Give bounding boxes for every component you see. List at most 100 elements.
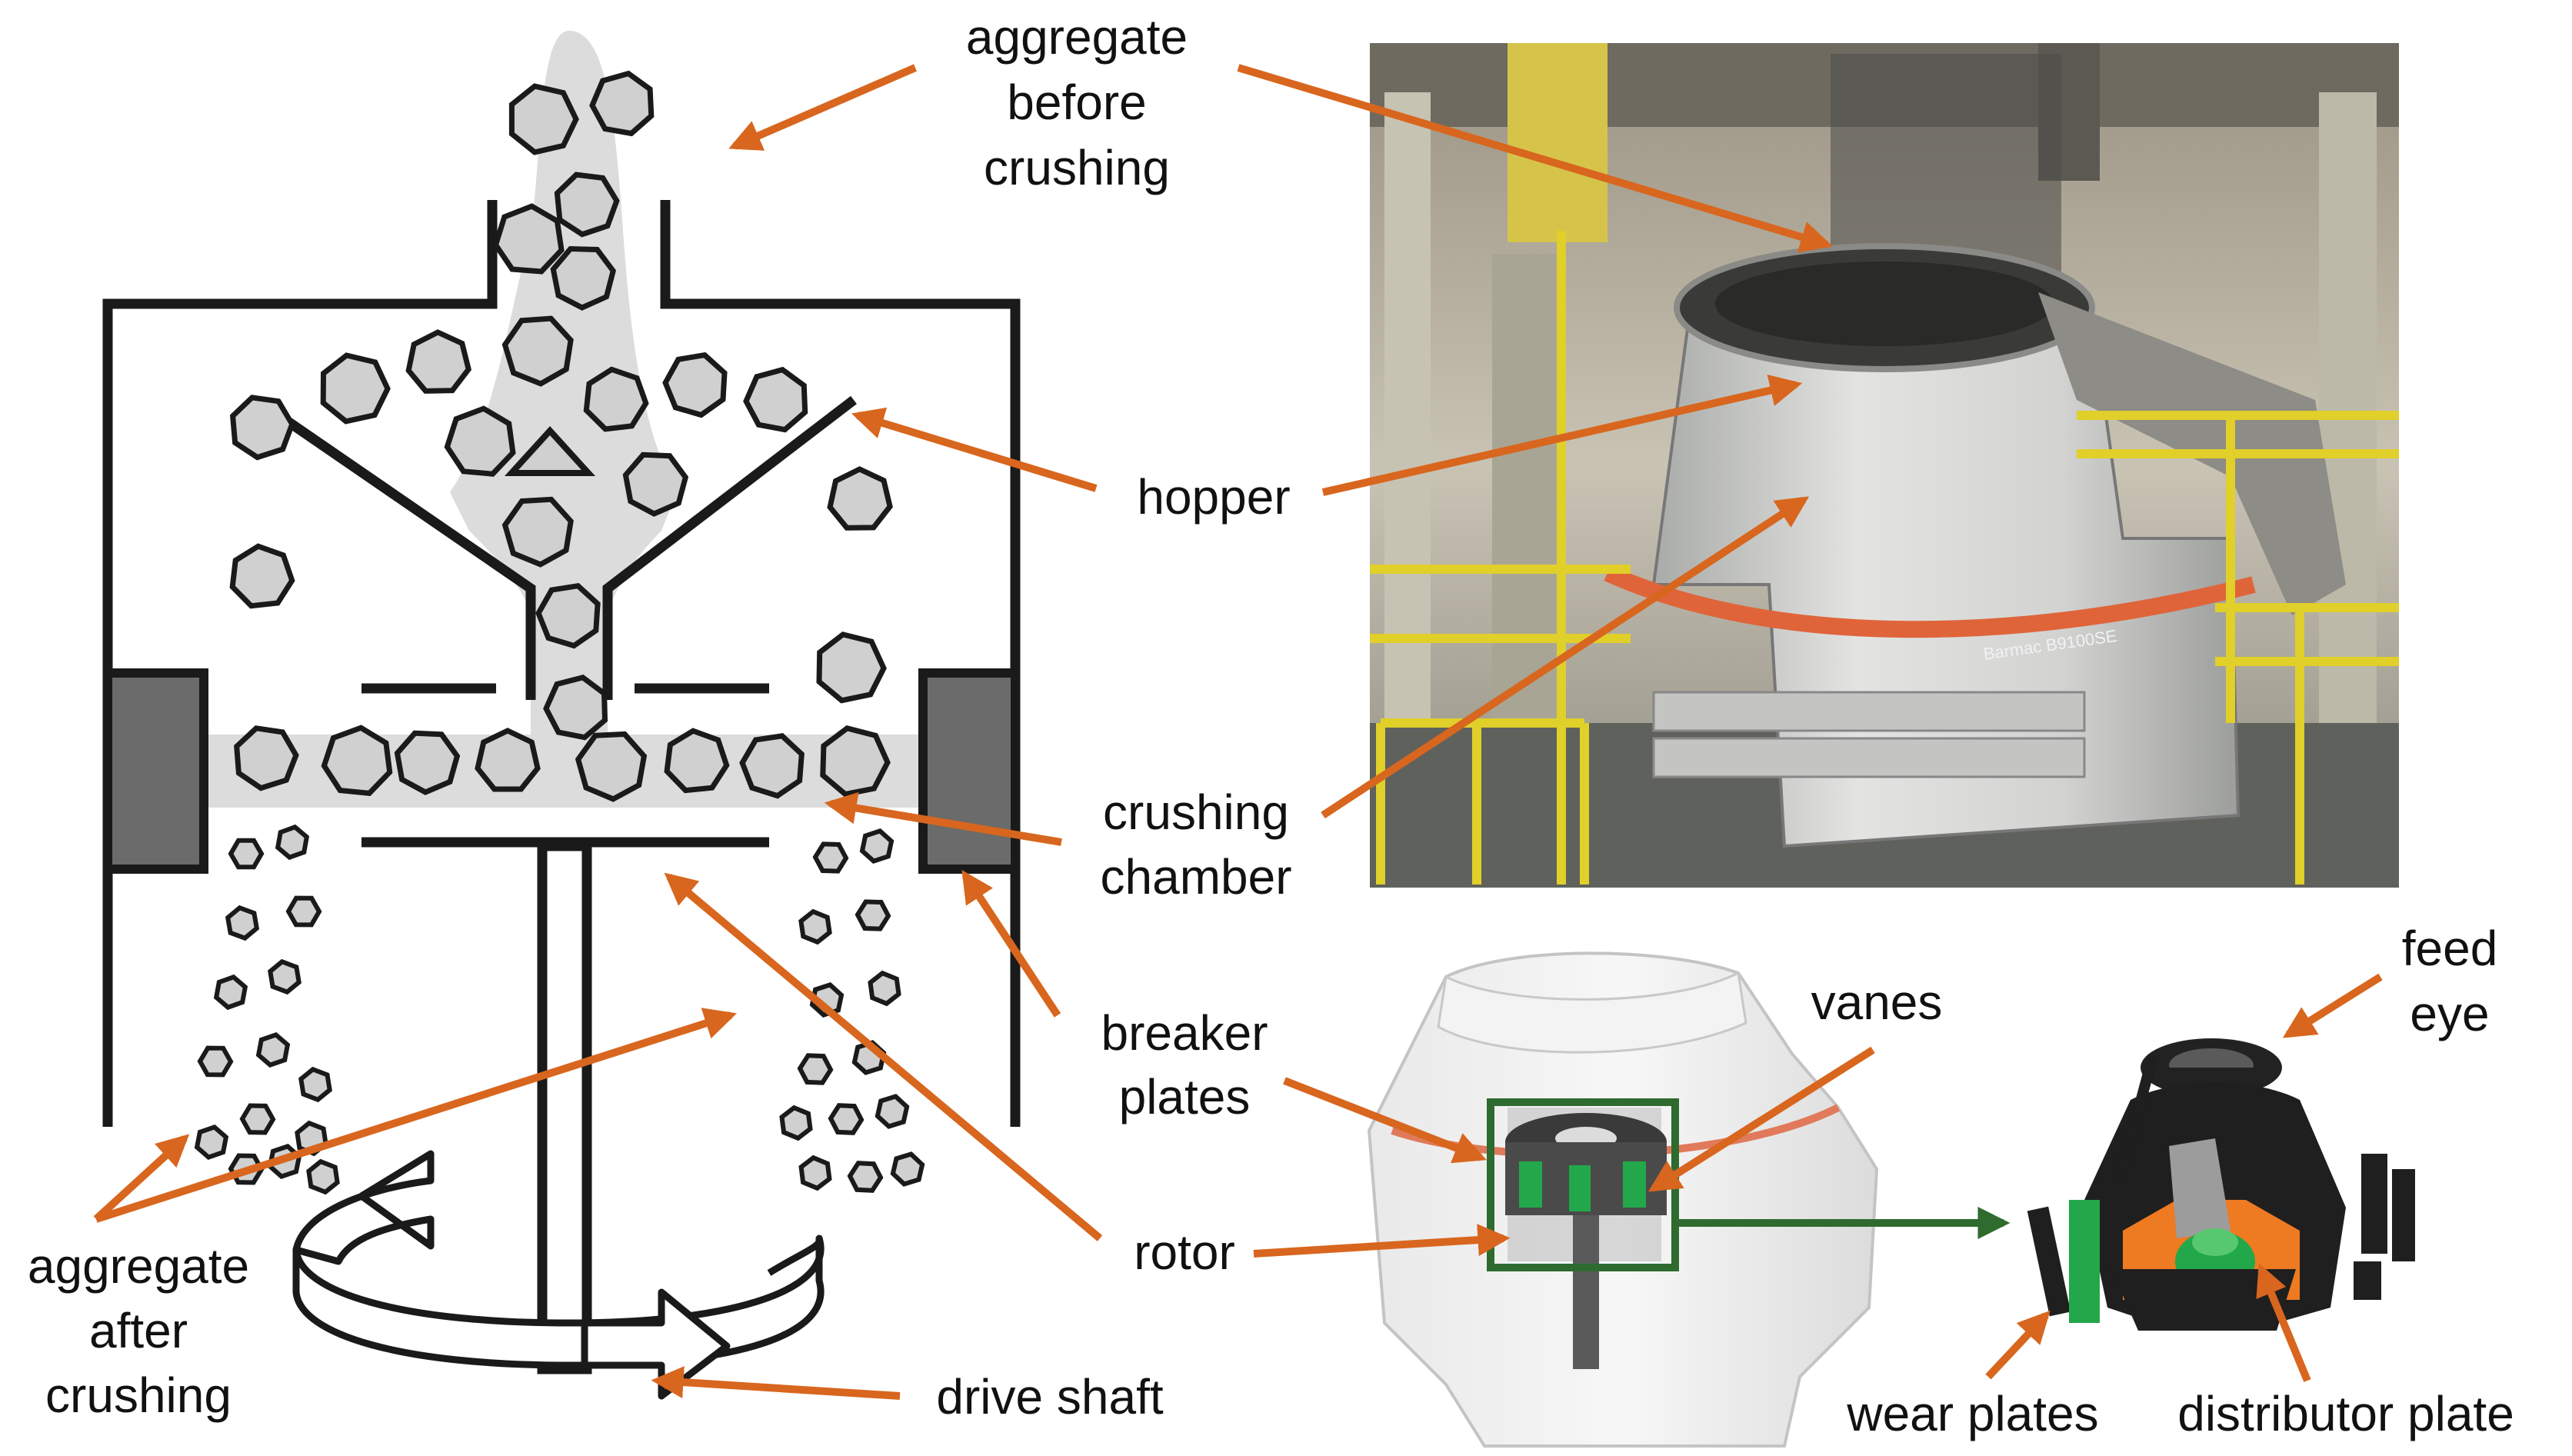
drive-shaft bbox=[537, 841, 592, 1374]
label-vanes: vanes bbox=[1811, 975, 1943, 1030]
feed-stone bbox=[622, 451, 689, 517]
arrow-rotor-render bbox=[1253, 1224, 1511, 1258]
feed-stone bbox=[508, 83, 579, 155]
crushed-stone bbox=[855, 899, 891, 931]
orange-band bbox=[1604, 565, 2256, 638]
crusher-cutaway-render bbox=[1367, 951, 1879, 1448]
crushed-stone bbox=[847, 1161, 884, 1193]
label-breaker-plates-1: breaker bbox=[1101, 1005, 1268, 1061]
crushed-stone bbox=[828, 1103, 865, 1135]
crushed-stone bbox=[228, 838, 265, 870]
feed-stone-triangle bbox=[504, 426, 596, 476]
arrow-after-1 bbox=[93, 1134, 190, 1222]
crushed-stone bbox=[213, 974, 248, 1011]
feed-stream bbox=[450, 31, 677, 804]
label-aggregate-before-3: crushing bbox=[984, 140, 1170, 195]
crusher-photo: Barmac B9100SE bbox=[1368, 42, 2400, 889]
crushed-stone bbox=[197, 1045, 234, 1078]
feed-stone bbox=[535, 582, 601, 649]
feed-stone bbox=[575, 731, 648, 802]
feed-stone bbox=[320, 352, 391, 425]
feed-stone bbox=[554, 172, 620, 238]
label-distributor-plate: distributor plate bbox=[2177, 1386, 2514, 1441]
crushed-stone bbox=[225, 905, 260, 941]
crushed-stone bbox=[890, 1151, 925, 1187]
feed-stone bbox=[405, 329, 472, 394]
label-aggregate-after-1: aggregate bbox=[28, 1238, 249, 1294]
breaker-plate-left bbox=[103, 668, 208, 874]
arrow-chamber-left bbox=[824, 791, 1062, 846]
arrow-wear-plates bbox=[1985, 1310, 2051, 1380]
arrow-rotor-left bbox=[664, 872, 1103, 1241]
feed-stone bbox=[816, 631, 887, 704]
rotor-exploded-view bbox=[2027, 1038, 2415, 1331]
feed-stone bbox=[229, 395, 295, 461]
arrow-aggregate-before-photo bbox=[1237, 64, 1834, 253]
crushed-stone bbox=[275, 824, 310, 861]
feed-stone bbox=[501, 496, 574, 568]
arrow-chamber-photo bbox=[1321, 496, 1810, 819]
crushed-stone bbox=[306, 1158, 340, 1195]
crushed-stone bbox=[868, 970, 901, 1007]
label-hopper: hopper bbox=[1137, 469, 1290, 525]
crushed-stone bbox=[779, 1104, 813, 1141]
callout-arrows bbox=[93, 64, 2383, 1400]
label-feed-eye-1: feed bbox=[2402, 921, 2498, 976]
feed-stone bbox=[475, 728, 541, 792]
labels: aggregate before crushing hopper crushin… bbox=[28, 9, 2514, 1441]
feed-stone bbox=[827, 466, 893, 531]
rotation-arrow bbox=[292, 1150, 825, 1400]
crushed-stone bbox=[255, 1032, 291, 1068]
crushed-stone bbox=[239, 1103, 276, 1135]
crushed-stone bbox=[798, 908, 832, 945]
crushing-chamber-band bbox=[208, 735, 927, 808]
feed-stone bbox=[820, 725, 891, 798]
crushed-stone bbox=[797, 1053, 834, 1085]
label-breaker-plates-2: plates bbox=[1119, 1069, 1251, 1124]
feed-stone bbox=[583, 366, 649, 432]
arrow-hopper-left bbox=[851, 407, 1098, 492]
label-aggregate-after-2: after bbox=[89, 1303, 188, 1358]
feed-stone bbox=[321, 725, 393, 796]
crusher-schematic bbox=[102, 31, 1021, 1400]
feed-stone bbox=[394, 730, 461, 795]
crushed-stone bbox=[285, 895, 322, 928]
feed-stone bbox=[739, 733, 805, 799]
breaker-plate-right bbox=[918, 668, 1020, 874]
feed-stone bbox=[444, 405, 516, 477]
arrow-breaker-left bbox=[961, 869, 1061, 1018]
crushed-stone bbox=[798, 1154, 832, 1191]
label-crushing-chamber-1: crushing bbox=[1103, 785, 1289, 840]
crushed-stone bbox=[859, 828, 895, 864]
arrow-after-2 bbox=[95, 1008, 737, 1223]
feed-stone bbox=[501, 315, 574, 387]
arrow-hopper-photo bbox=[1321, 374, 1803, 496]
yellow-railing bbox=[1369, 231, 2400, 885]
arrow-distributor-plate bbox=[2256, 1263, 2311, 1382]
crushed-stone bbox=[298, 1066, 332, 1103]
hopper-outline bbox=[282, 395, 857, 700]
arrow-feed-eye bbox=[2282, 973, 2383, 1038]
label-aggregate-before-1: aggregate bbox=[966, 9, 1188, 65]
feed-stone bbox=[229, 543, 295, 609]
label-wear-plates: wear plates bbox=[1846, 1386, 2098, 1441]
arrow-aggregate-before-left bbox=[728, 64, 917, 151]
crushed-stone bbox=[268, 958, 302, 995]
feed-stone bbox=[664, 728, 730, 794]
crushed-stone bbox=[875, 1094, 910, 1129]
crushed-stone bbox=[812, 841, 849, 874]
label-drive-shaft: drive shaft bbox=[936, 1369, 1163, 1424]
feed-stone bbox=[550, 245, 617, 311]
label-aggregate-before-2: before bbox=[1007, 75, 1146, 130]
feed-stone bbox=[662, 352, 728, 418]
arrow-breaker-render bbox=[1283, 1077, 1487, 1164]
crushed-stone bbox=[194, 1124, 229, 1160]
feed-stone bbox=[543, 674, 608, 741]
label-aggregate-after-3: crushing bbox=[45, 1368, 232, 1423]
label-rotor: rotor bbox=[1134, 1224, 1235, 1280]
label-feed-eye-2: eye bbox=[2410, 986, 2489, 1041]
arrow-vanes bbox=[1647, 1046, 1875, 1192]
feed-stone bbox=[589, 70, 655, 137]
